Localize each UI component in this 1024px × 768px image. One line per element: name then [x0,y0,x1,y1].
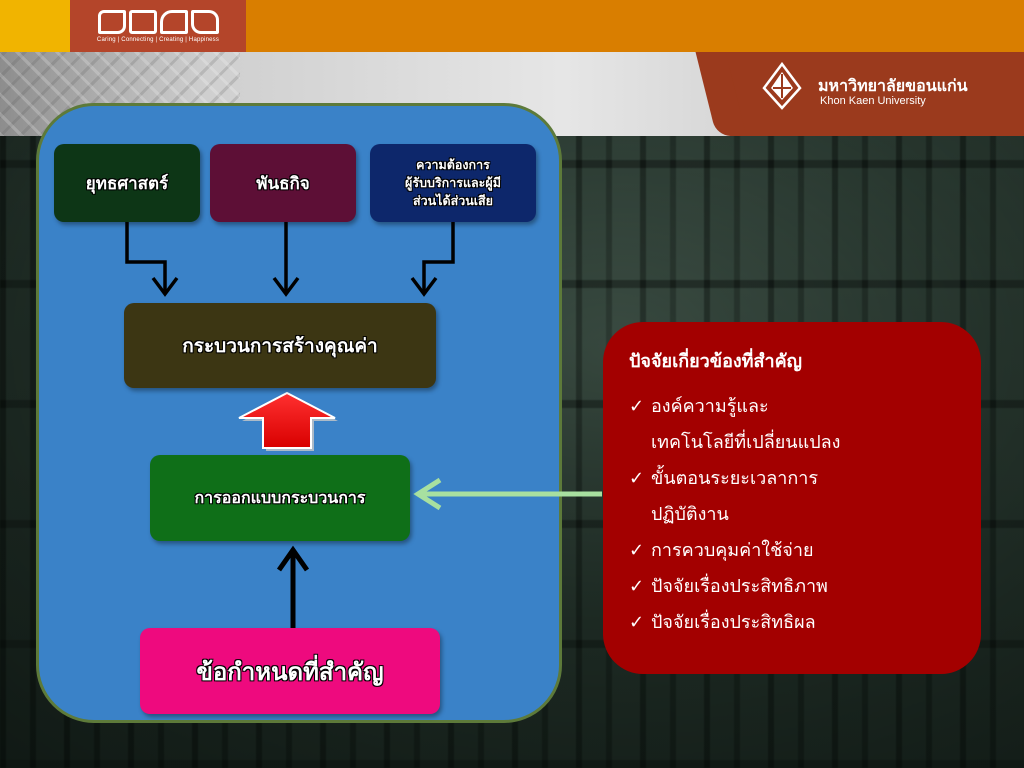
brand-logo: Caring | Connecting | Creating | Happine… [70,0,246,52]
university-tab [722,52,1024,136]
brand-logo-icon [97,9,219,34]
factor-item: ✓ ขั้นตอนระยะเวลาการ ปฏิบัติงาน [629,461,961,533]
key-factors-title: ปัจจัยเกี่ยวข้องที่สำคัญ [629,351,803,372]
factor-text: ปัจจัยเรื่องประสิทธิภาพ [651,576,828,597]
factor-item: ✓ การควบคุมค่าใช้จ่าย [629,533,961,569]
stakeholder-needs-box: ความต้องการ ผู้รับบริการและผู้มี ส่วนได้… [370,144,536,222]
brand-tagline: Caring | Connecting | Creating | Happine… [96,36,220,43]
factor-text: การควบคุมค่าใช้จ่าย [651,540,814,561]
factor-item: ✓ องค์ความรู้และ เทคโนโลยีที่เปลี่ยนแปลง [629,389,961,461]
factor-text: องค์ความรู้และ เทคโนโลยีที่เปลี่ยนแปลง [651,396,841,453]
checkmark-icon: ✓ [629,540,645,561]
university-emblem-icon [762,62,802,110]
stakeholder-needs-label: ความต้องการ ผู้รับบริการและผู้มี ส่วนได้… [405,157,501,208]
factor-text: ปัจจัยเรื่องประสิทธิผล [651,612,816,633]
value-creation-process-box: กระบวนการสร้างคุณค่า [124,303,436,388]
process-design-box: การออกแบบกระบวนการ [150,455,410,541]
factor-item: ✓ ปัจจัยเรื่องประสิทธิผล [629,605,961,641]
key-factors-list: ✓องค์ความรู้และ เทคโนโลยีที่เปลี่ยนแปลง✓… [629,389,961,641]
university-name-english: Khon Kaen University [820,95,926,107]
checkmark-icon: ✓ [629,396,645,417]
mission-box: พันธกิจ [210,144,356,222]
checkmark-icon: ✓ [629,612,645,633]
key-factors-card: ปัจจัยเกี่ยวข้องที่สำคัญ ✓ องค์ความรู้และ… [603,322,981,674]
key-requirements-box: ข้อกำหนดที่สำคัญ [140,628,440,714]
university-name-thai: มหาวิทยาลัยขอนแก่น [818,76,968,95]
checkmark-icon: ✓ [629,576,645,597]
checkmark-icon: ✓ [629,468,645,489]
strategy-box: ยุทธศาสตร์ [54,144,200,222]
top-bar-accent [0,0,70,52]
factor-text: ขั้นตอนระยะเวลาการ ปฏิบัติงาน [651,468,819,525]
factor-item: ✓ ปัจจัยเรื่องประสิทธิภาพ [629,569,961,605]
